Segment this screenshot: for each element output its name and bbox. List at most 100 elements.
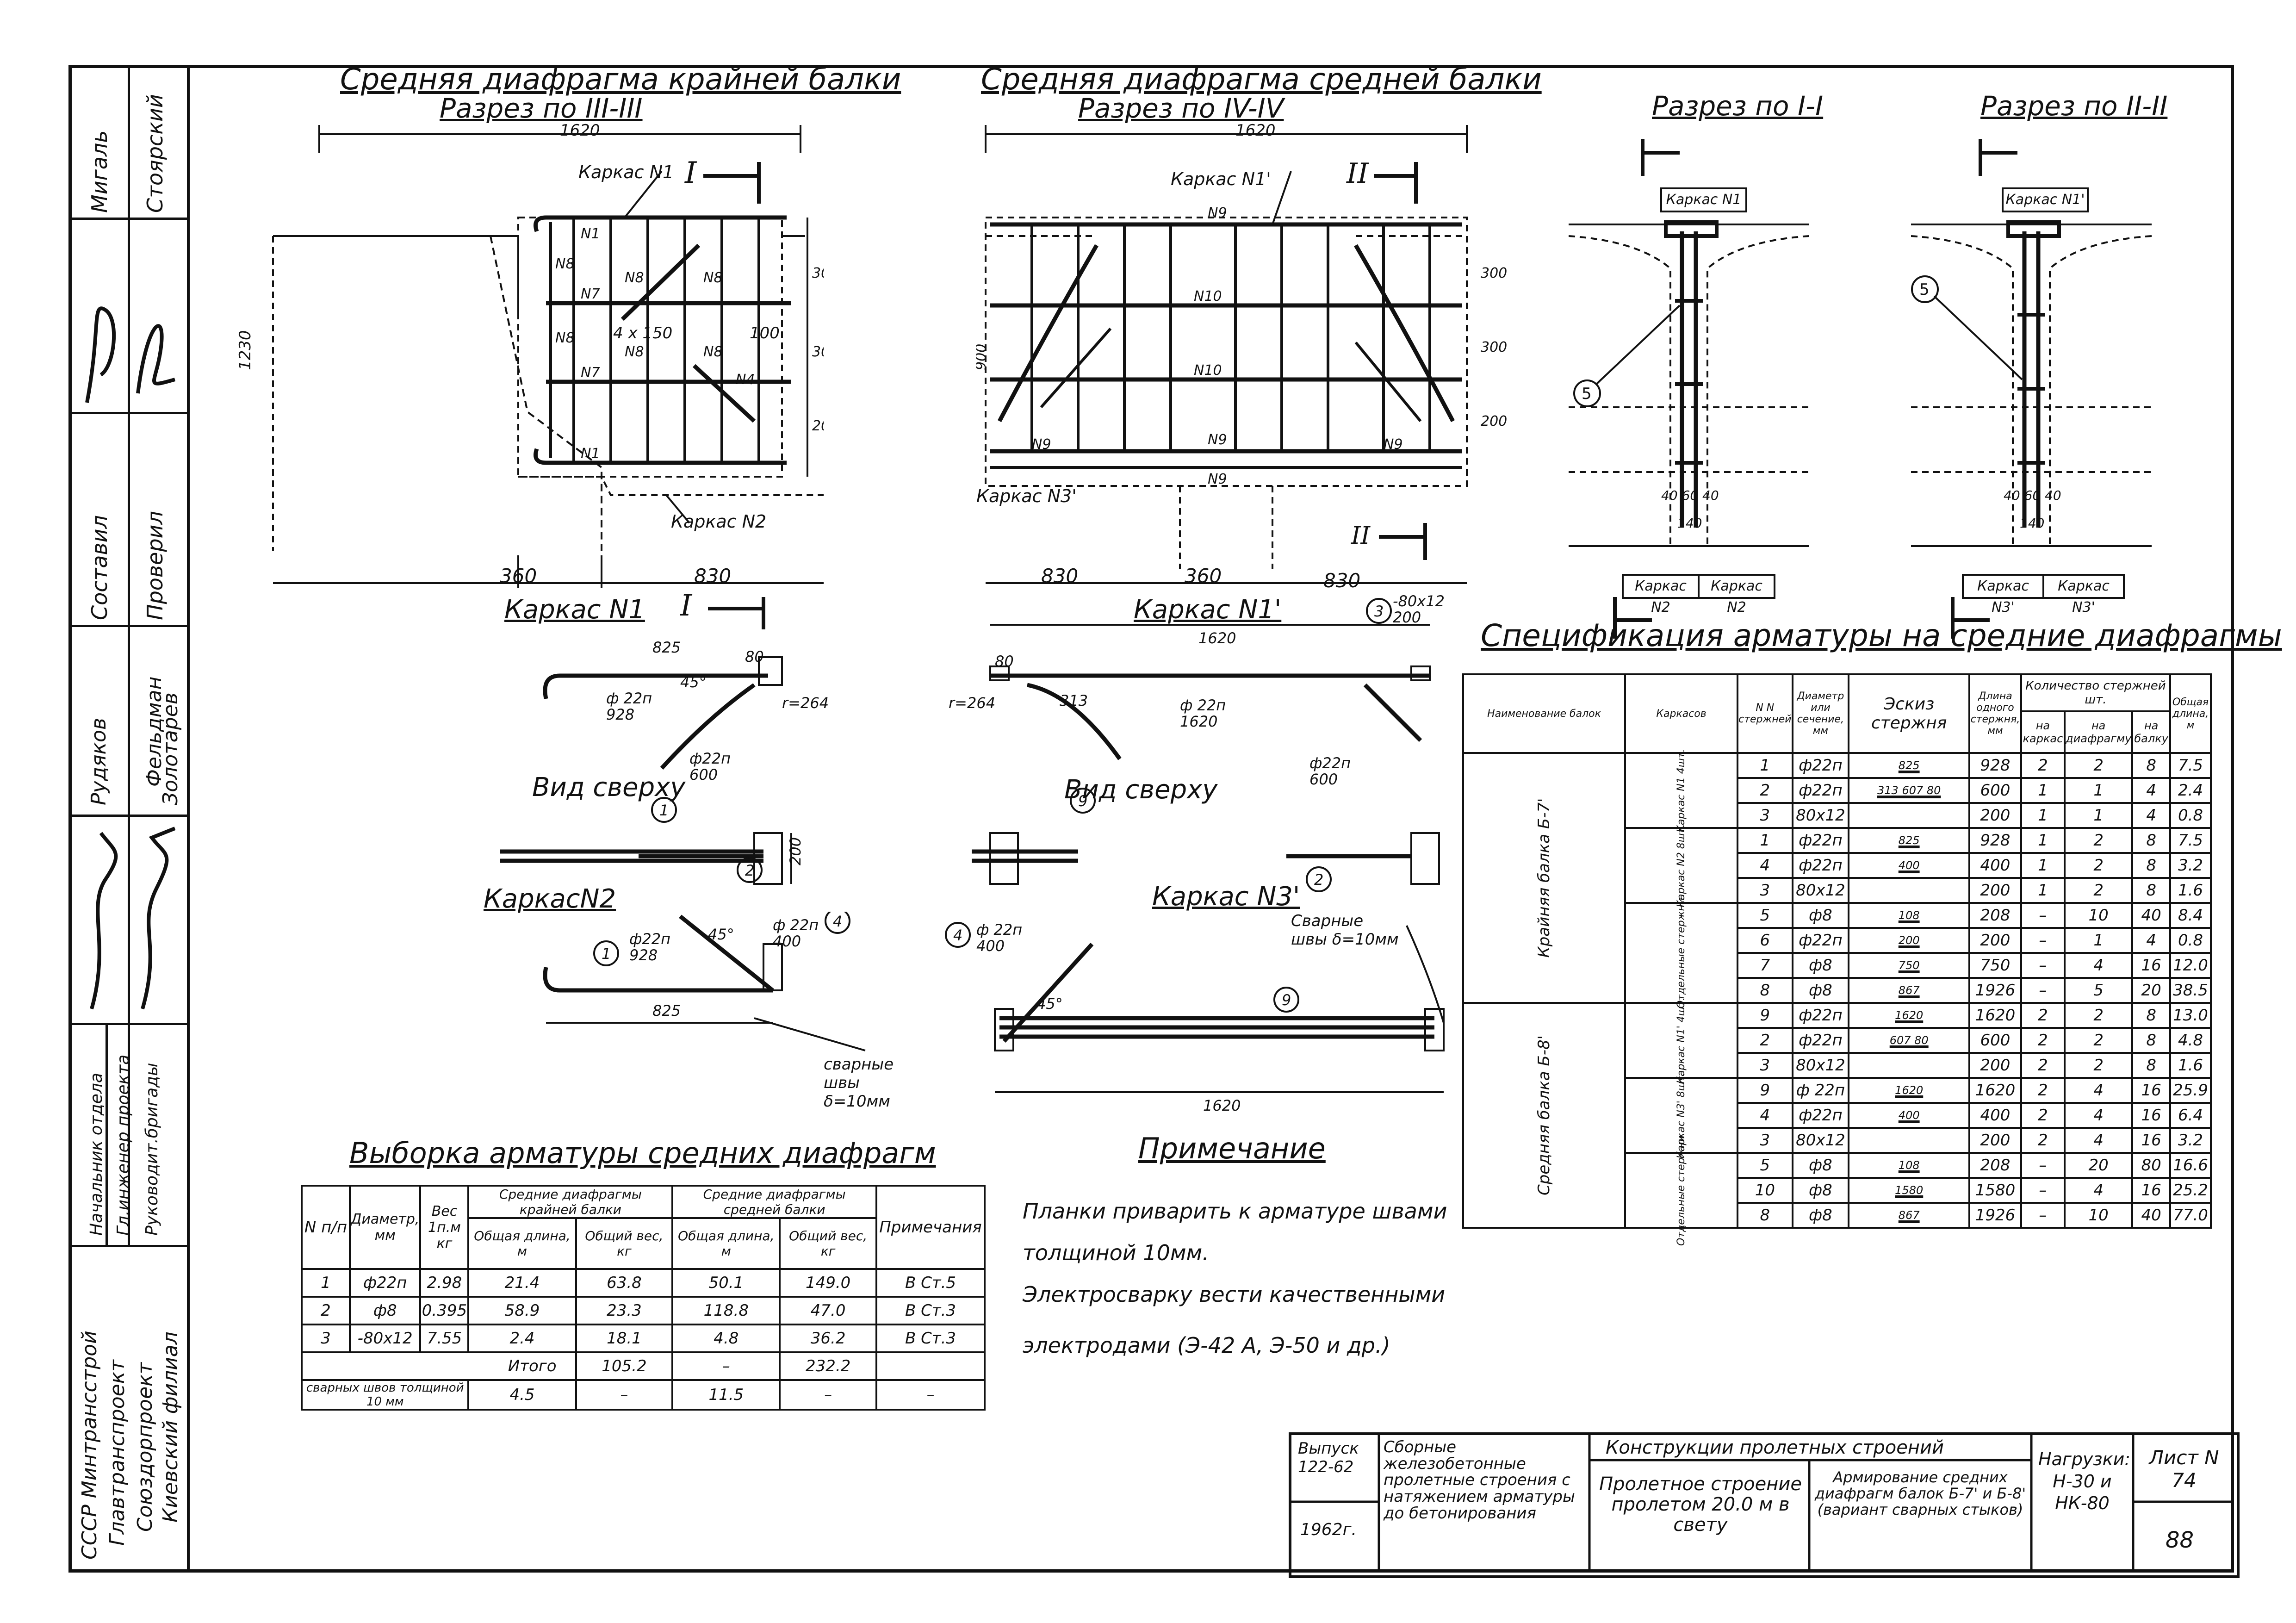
spec-cell: 1.6 xyxy=(2169,877,2212,904)
spec-cell: 20 xyxy=(2063,1152,2134,1179)
spec-sketch: 108 xyxy=(1848,1152,1971,1179)
svg-text:300: 300 xyxy=(1481,339,1507,355)
spec-sketch: 867 xyxy=(1848,1202,1971,1229)
svg-text:ф 22п: ф 22п xyxy=(976,921,1022,939)
spec-cell: 2 xyxy=(1737,1027,1793,1054)
st-h-diam: Диаметр, мм xyxy=(348,1185,422,1270)
spec-h-0: Наименование балок xyxy=(1462,673,1626,754)
spec-cell: 20 xyxy=(2131,977,2172,1004)
svg-text:II: II xyxy=(1351,522,1371,550)
svg-text:II: II xyxy=(1346,157,1369,190)
st-sub-3: Общая длина, м xyxy=(671,1217,781,1270)
spec-cell: ф22п xyxy=(1791,1027,1850,1054)
sidebar-gl-inzhener: Гл.инженер проекта xyxy=(114,1054,133,1236)
spec-sketch xyxy=(1848,802,1971,829)
st-sub-2: Общий вес, кг xyxy=(575,1217,674,1270)
section1-karkas-n2-box-b: Каркас N2 xyxy=(1698,574,1775,616)
signature-2 xyxy=(73,824,184,1018)
spec-cell: 1 xyxy=(2020,852,2066,879)
sidebar-name-zolotarev: Золотарев xyxy=(159,692,182,805)
org-line-4: Киевский филиал xyxy=(159,1331,182,1523)
karkas-n2-title: КаркасN2 xyxy=(484,884,616,914)
sidebar-proveril: Проверил xyxy=(143,511,168,620)
svg-text:I: I xyxy=(680,592,693,623)
spec-cell: 16 xyxy=(2131,1102,2172,1129)
spec-sketch: 867 xyxy=(1848,977,1971,1004)
notes-line-4: электродами (Э-42 А, Э-50 и др.) xyxy=(1023,1333,1390,1358)
spec-cell: ф22п xyxy=(1791,827,1850,854)
st-h-ves: Вес 1п.м кг xyxy=(419,1185,470,1270)
svg-text:-80x12: -80x12 xyxy=(1393,592,1445,610)
svg-text:45°: 45° xyxy=(680,673,707,691)
spec-cell: 40 xyxy=(2131,902,2172,929)
spec-cell: 4 xyxy=(1737,852,1793,879)
spec-cell: 208 xyxy=(1968,1152,2022,1179)
svg-text:1620: 1620 xyxy=(1203,1097,1241,1114)
svg-text:ф 22п: ф 22п xyxy=(773,916,819,934)
svg-text:N8: N8 xyxy=(625,270,644,286)
view2-karkas-n1p-label: Каркас N1' xyxy=(1171,169,1271,189)
spec-cell: 40 xyxy=(2131,1202,2172,1229)
notes-line-3: Электросварку вести качественными xyxy=(1023,1282,1446,1307)
spec-cell: 5 xyxy=(2063,977,2134,1004)
svg-text:N8: N8 xyxy=(703,270,723,286)
svg-text:9: 9 xyxy=(1282,991,1291,1009)
svg-text:3: 3 xyxy=(1374,603,1384,620)
st-sub-4: Общий вес, кг xyxy=(779,1217,877,1270)
svg-text:N9: N9 xyxy=(1208,432,1227,448)
spec-cell: 750 xyxy=(1968,952,2022,979)
spec-cell: 1620 xyxy=(1968,1002,2022,1029)
section2-title: Разрез по II-II xyxy=(1980,90,2168,122)
spec-cell: – xyxy=(2020,952,2066,979)
spec-cell: 13.0 xyxy=(2169,1002,2212,1029)
spec-cell: 2 xyxy=(2063,752,2134,779)
spec-h-5: Длина одного стержня, мм xyxy=(1968,673,2022,754)
spec-sketch: 1620 xyxy=(1848,1077,1971,1104)
view1-dim-4x150: 4 x 150 xyxy=(613,324,673,342)
svg-text:N9: N9 xyxy=(1032,436,1051,453)
spec-h-3: Диаметр или сечение, мм xyxy=(1791,673,1850,754)
spec-cell: 3 xyxy=(1737,1052,1793,1079)
spec-cell: 80x12 xyxy=(1791,877,1850,904)
st-h-n: N п/п xyxy=(301,1185,351,1270)
spec-sketch: 750 xyxy=(1848,952,1971,979)
spec-cell: 2 xyxy=(2020,1002,2066,1029)
svg-text:40 60 40: 40 60 40 xyxy=(1661,488,1719,503)
spec-cell: 1620 xyxy=(1968,1077,2022,1104)
stamp-nagruzki: Нагрузки: Н-30 и НК-80 xyxy=(2038,1449,2131,1513)
spec-cell: 200 xyxy=(1968,1127,2022,1154)
spec-cell: 25.2 xyxy=(2169,1177,2212,1204)
spec-cell: 4.8 xyxy=(2169,1027,2212,1054)
org-line-2: Главтранспроект xyxy=(105,1360,129,1546)
svg-text:1620: 1620 xyxy=(1198,629,1236,647)
spec-sketch xyxy=(1848,1052,1971,1079)
spec-cell: 4 xyxy=(2063,952,2134,979)
svg-text:Вид сверху: Вид сверху xyxy=(1064,775,1218,805)
notes-title: Примечание xyxy=(1138,1132,1326,1165)
spec-cell: 1 xyxy=(2020,877,2066,904)
sidebar-name-rudyakov: Рудяков xyxy=(87,718,111,805)
st-h-krai: Средние диафрагмы крайней балки xyxy=(467,1185,674,1219)
spec-cell: 4 xyxy=(2063,1177,2134,1204)
spec-sketch: 825 xyxy=(1848,827,1971,854)
svg-text:9: 9 xyxy=(1078,792,1087,810)
spec-h-4: Эскиз стержня xyxy=(1848,673,1971,754)
svg-text:40 60 40: 40 60 40 xyxy=(2004,488,2061,503)
svg-text:300: 300 xyxy=(812,344,824,360)
spec-cell: 928 xyxy=(1968,752,2022,779)
spec-cell: 80x12 xyxy=(1791,1052,1850,1079)
spec-cell: 1 xyxy=(2063,802,2134,829)
stamp xyxy=(1289,1432,2240,1578)
spec-sketch: 400 xyxy=(1848,1102,1971,1129)
spec-cell: 8 xyxy=(2131,852,2172,879)
stamp-prolet: Пролетное строение пролетом 20.0 м в све… xyxy=(1599,1474,1802,1536)
spec-cell: 2 xyxy=(2020,1077,2066,1104)
